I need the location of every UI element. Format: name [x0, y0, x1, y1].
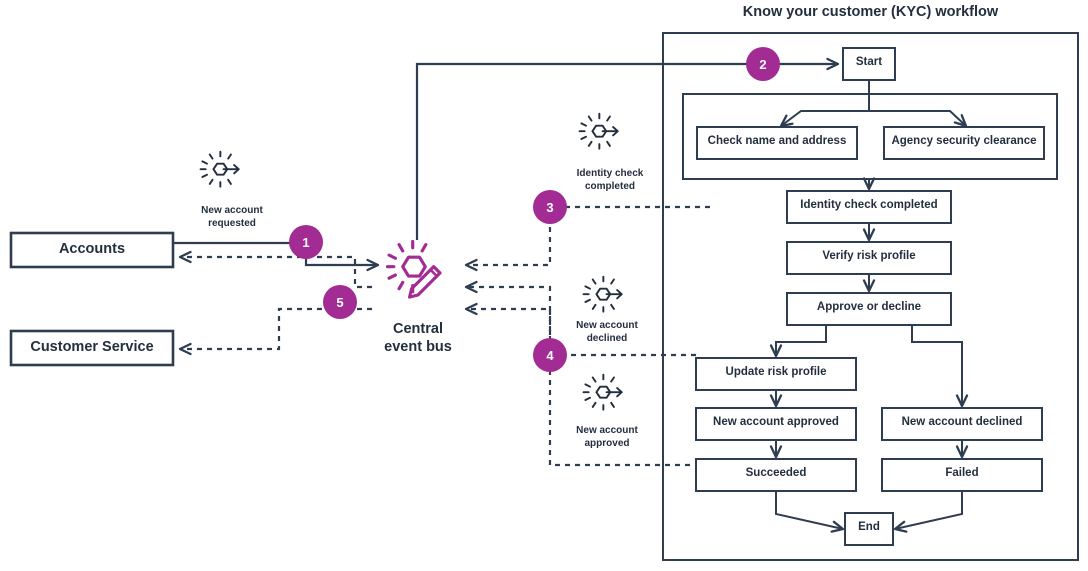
flow-identity-check-to-bus — [464, 205, 710, 272]
connector-split-right — [869, 110, 968, 128]
diagram-title: Know your customer (KYC) workflow — [742, 4, 999, 20]
workflow-box-end — [844, 512, 894, 546]
workflow-label-account-declined: New account declined — [901, 416, 1023, 428]
workflow-box-agency-clearance — [883, 126, 1045, 160]
event-burst-arrow-icon — [578, 112, 619, 150]
connector-decline-branch — [911, 325, 969, 408]
connector-approve-branch — [769, 325, 827, 358]
system-label-customer-service: Customer Service — [30, 339, 154, 355]
workflow-label-approve-decline: Approve or decline — [816, 301, 922, 313]
connector-succeeded-to-end — [775, 491, 845, 533]
step-badge-2 — [746, 47, 780, 81]
workflow-box-start — [842, 47, 896, 81]
workflow-box-update-risk — [695, 357, 857, 391]
system-label-accounts: Accounts — [58, 241, 126, 257]
step-badge-label-1: 1 — [302, 235, 310, 250]
workflow-label-update-risk: Update risk profile — [725, 366, 827, 378]
step-badge-1 — [289, 225, 323, 259]
step-badge-label-4: 4 — [546, 348, 554, 363]
workflow-label-failed: Failed — [945, 467, 979, 479]
step-badge-4 — [533, 338, 567, 372]
event-bus-label-line2: event bus — [384, 339, 452, 355]
workflow-box-succeeded — [695, 458, 857, 492]
flow-bus-to-accounts — [178, 250, 372, 289]
event-label-new-account-requested-line1: New account — [201, 205, 263, 216]
workflow-box-check-name — [696, 126, 858, 160]
workflow-box-failed — [881, 458, 1043, 492]
event-label-new-account-approved-line1: New account — [576, 425, 638, 436]
event-label-new-account-declined-line2: declined — [586, 333, 628, 344]
kyc-container — [662, 32, 1079, 561]
step-badge-label-2: 2 — [759, 57, 767, 72]
workflow-label-verify-risk: Verify risk profile — [822, 250, 916, 262]
connector-split-left — [779, 110, 869, 128]
workflow-box-approve-decline — [786, 292, 952, 326]
system-box-customer-service — [9, 329, 175, 367]
workflow-label-check-name: Check name and address — [707, 135, 847, 147]
magic-wand-hexagon-icon — [385, 239, 442, 299]
workflow-label-start: Start — [855, 56, 883, 68]
step-badge-label-3: 3 — [546, 200, 554, 215]
workflow-box-account-approved — [695, 407, 857, 441]
event-label-identity-check-completed-line2: completed — [584, 181, 635, 192]
workflow-label-agency-clearance: Agency security clearance — [891, 135, 1037, 147]
system-box-accounts — [9, 231, 175, 269]
workflow-label-identity-check: Identity check completed — [800, 199, 938, 211]
event-burst-arrow-icon — [582, 275, 623, 313]
event-label-new-account-requested-line2: requested — [208, 218, 256, 229]
workflow-box-identity-check — [786, 190, 952, 224]
step-badge-label-5: 5 — [336, 295, 344, 310]
event-label-identity-check-completed-line1: Identity check — [576, 168, 644, 179]
event-label-new-account-approved-line2: approved — [584, 438, 630, 449]
workflow-label-end: End — [858, 521, 880, 533]
flow-accounts-to-bus — [173, 241, 380, 272]
connector-failed-to-end — [893, 491, 963, 533]
event-burst-arrow-icon — [582, 373, 623, 411]
flow-bus-to-customer-service — [178, 307, 372, 356]
flow-account-approved-to-bus — [464, 302, 690, 467]
flow-bus-to-start — [415, 57, 840, 240]
step-badge-5 — [323, 285, 357, 319]
workflow-label-succeeded: Succeeded — [745, 467, 807, 479]
event-burst-arrow-icon — [199, 150, 240, 188]
event-bus-label-line1: Central — [393, 321, 443, 337]
event-label-new-account-declined-line1: New account — [576, 320, 638, 331]
step-badge-3 — [533, 190, 567, 224]
workflow-label-account-approved: New account approved — [713, 416, 839, 428]
